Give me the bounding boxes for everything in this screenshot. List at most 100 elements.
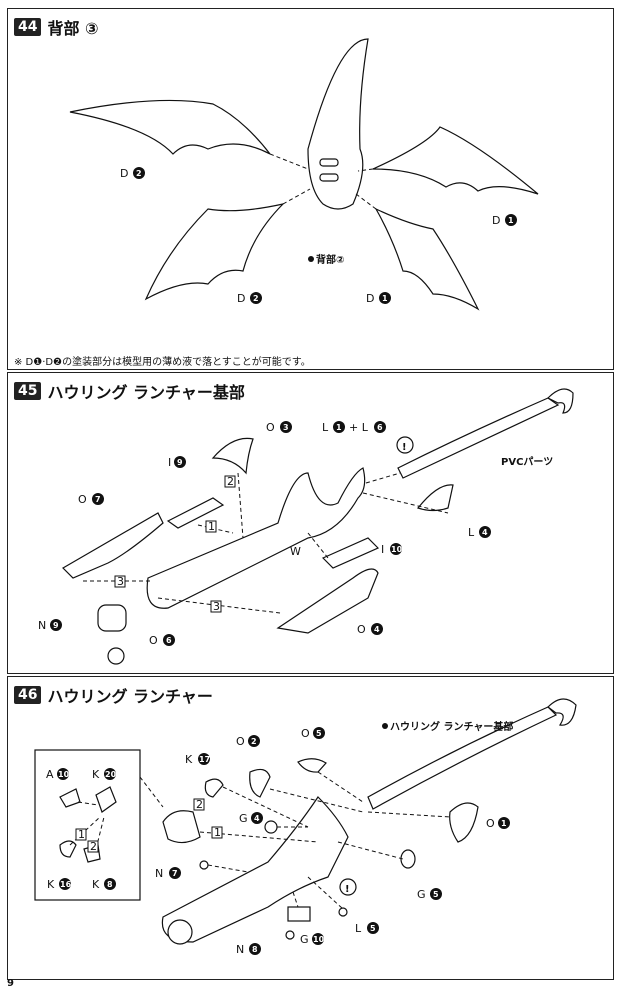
svg-text:10: 10 xyxy=(313,935,325,944)
step-44-number: 44 xyxy=(14,18,42,36)
step-46-header: 46 ハウリング ランチャー xyxy=(14,683,213,707)
svg-text:9: 9 xyxy=(177,458,183,467)
part-o4 xyxy=(276,568,379,634)
svg-text:6: 6 xyxy=(377,423,383,432)
svg-text:!: ! xyxy=(345,884,350,895)
launcher-base-body xyxy=(146,467,366,609)
svg-text:8: 8 xyxy=(107,880,113,889)
label-i10: I xyxy=(381,543,384,556)
step-44-illustration: D 2 D 1 D 2 D 1 背部② xyxy=(69,38,539,311)
svg-text:6: 6 xyxy=(166,636,172,645)
part-k16 xyxy=(59,840,77,858)
label-o5: O xyxy=(301,727,310,740)
label-d2-top: D xyxy=(120,167,128,180)
wing-d2-lower xyxy=(144,202,285,301)
svg-text:2: 2 xyxy=(253,294,259,303)
svg-text:1: 1 xyxy=(508,216,514,225)
box-2a: 2 xyxy=(90,840,97,853)
wing-d1-lower xyxy=(374,207,480,311)
label-k20: K xyxy=(92,768,100,781)
svg-text:2: 2 xyxy=(136,169,142,178)
step-44-panel: 44 背部 ③ D 2 D 1 D 2 D 1 背部② ※ D❶·D❷の塗装部分… xyxy=(7,8,614,370)
step-46-title: ハウリング ランチャー xyxy=(47,687,213,706)
part-l5 xyxy=(338,907,348,917)
svg-text:3: 3 xyxy=(283,423,289,432)
label-l1: L xyxy=(322,421,329,434)
caution-icon xyxy=(339,878,357,896)
step-46-illustration: 1 2 xyxy=(34,698,577,956)
step-45-illustration: 2 1 3 3 O 3 L 1 + L 6 I 9 PVCパーツ O 7 L 4… xyxy=(38,388,574,665)
label-o2: O xyxy=(236,735,245,748)
label-n7: N xyxy=(155,867,163,880)
label-d1-right: D xyxy=(492,214,500,227)
part-k20 xyxy=(95,786,117,813)
svg-text:2: 2 xyxy=(251,737,257,746)
svg-text:20: 20 xyxy=(105,770,117,779)
svg-text:1: 1 xyxy=(382,294,388,303)
label-k16: K xyxy=(47,878,55,891)
box-1: 1 xyxy=(208,520,215,533)
label-l4: L xyxy=(468,526,475,539)
svg-text:5: 5 xyxy=(370,924,376,933)
label-l5: L xyxy=(355,922,362,935)
svg-text:4: 4 xyxy=(482,528,488,537)
box-1b: 1 xyxy=(214,826,221,839)
part-o6 xyxy=(107,647,125,665)
hand-inset-box xyxy=(34,749,141,901)
step-45-number: 45 xyxy=(14,382,42,400)
part-n9 xyxy=(97,604,127,632)
part-o5 xyxy=(297,758,327,773)
page-number: 9 xyxy=(7,978,14,989)
step-46-number: 46 xyxy=(14,686,42,704)
part-k17 xyxy=(204,778,224,798)
part-g4 xyxy=(264,820,278,834)
svg-text:5: 5 xyxy=(316,729,322,738)
svg-text:7: 7 xyxy=(95,495,101,504)
svg-text:4: 4 xyxy=(254,814,260,823)
label-g5: G xyxy=(417,888,426,901)
part-o7 xyxy=(62,512,164,579)
part-o2 xyxy=(249,768,271,798)
svg-text:16: 16 xyxy=(60,880,72,889)
step-44-title: 背部 ③ xyxy=(47,19,99,38)
label-base-ref: ハウリング ランチャー基部 xyxy=(390,720,513,733)
part-i10 xyxy=(321,537,380,569)
part-n8 xyxy=(285,930,295,940)
label-a10: A xyxy=(46,768,54,781)
pvc-tail xyxy=(397,397,560,479)
label-o7: O xyxy=(78,493,87,506)
label-k17: K xyxy=(185,753,193,766)
wing-d1-upper xyxy=(372,126,539,195)
svg-text:9: 9 xyxy=(53,621,59,630)
svg-text:10: 10 xyxy=(391,545,403,554)
label-back-ref: 背部② xyxy=(316,253,344,266)
label-k8: K xyxy=(92,878,100,891)
svg-text:8: 8 xyxy=(252,945,258,954)
launcher-tail xyxy=(367,706,558,810)
svg-text:1: 1 xyxy=(336,423,342,432)
step-45-title: ハウリング ランチャー基部 xyxy=(47,383,245,402)
step-45-header: 45 ハウリング ランチャー基部 xyxy=(14,379,245,403)
svg-text:!: ! xyxy=(402,442,407,453)
label-d2-bottom: D xyxy=(237,292,245,305)
wing-d2-upper xyxy=(69,99,271,155)
step-45-panel: 45 ハウリング ランチャー基部 2 1 3 3 xyxy=(7,372,614,674)
box-3a: 3 xyxy=(117,575,124,588)
step-46-panel: 46 ハウリング ランチャー 1 2 xyxy=(7,676,614,980)
svg-text:10: 10 xyxy=(58,770,70,779)
label-o3: O xyxy=(266,421,275,434)
label-l6: + L xyxy=(349,421,369,434)
label-n9: N xyxy=(38,619,46,632)
part-i9 xyxy=(166,497,225,529)
label-w: W xyxy=(290,545,301,558)
part-o1 xyxy=(449,802,479,843)
svg-text:7: 7 xyxy=(172,869,178,878)
box-2: 2 xyxy=(227,475,234,488)
part-g5 xyxy=(400,849,416,869)
label-i9: I xyxy=(168,456,171,469)
box-2b: 2 xyxy=(196,798,203,811)
svg-text:4: 4 xyxy=(374,625,380,634)
box-1a: 1 xyxy=(78,828,85,841)
part-o3 xyxy=(211,437,254,475)
label-o4: O xyxy=(357,623,366,636)
